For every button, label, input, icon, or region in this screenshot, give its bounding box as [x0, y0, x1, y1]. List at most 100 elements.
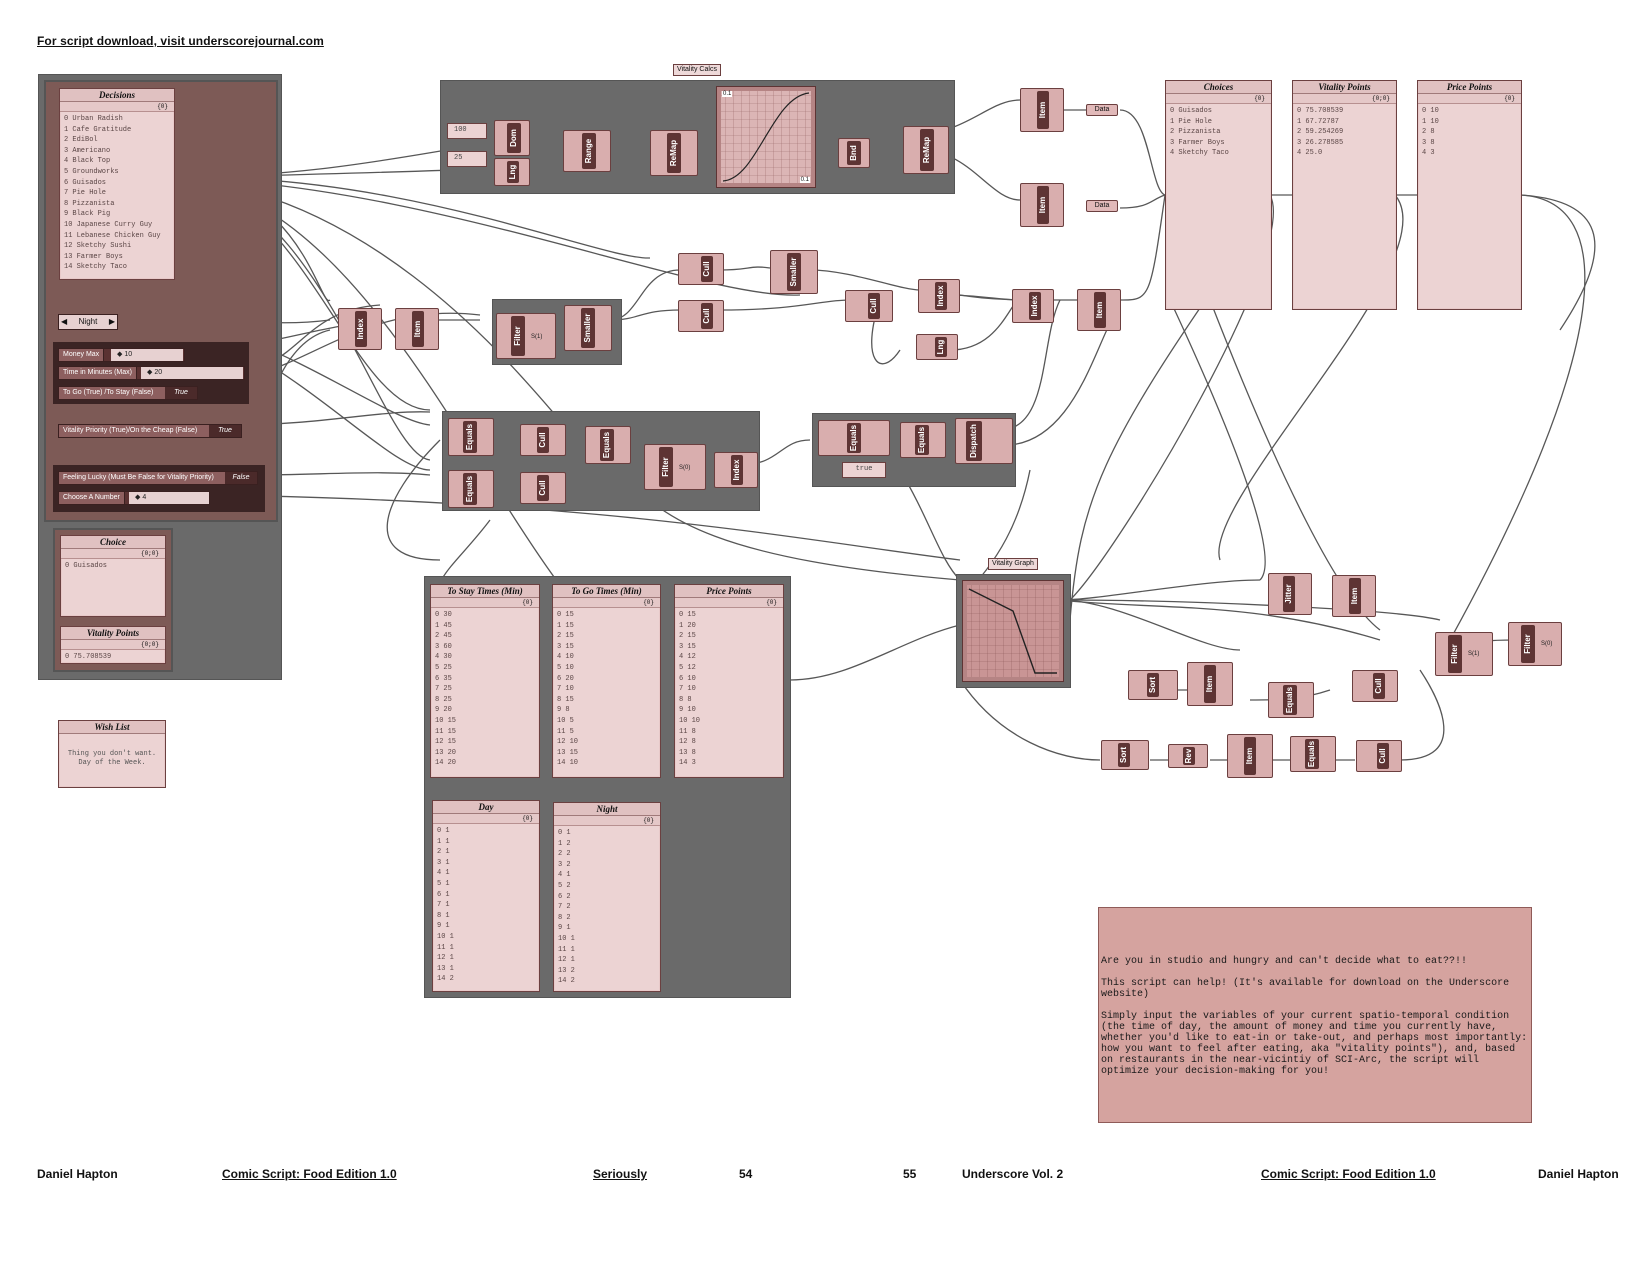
index-component-2[interactable]: Index	[918, 279, 960, 313]
number-25[interactable]: 25	[447, 151, 487, 167]
cull-label-2: Cull	[702, 308, 711, 324]
bounds-component[interactable]: Bnd	[838, 138, 870, 168]
item-component-4[interactable]: Item	[1077, 289, 1121, 331]
equals-component-5[interactable]: Equals	[900, 422, 946, 458]
jitter-component[interactable]: Jitter	[1268, 573, 1312, 615]
wishlist-panel[interactable]: Wish List Thing you don't want. Day of t…	[58, 720, 166, 788]
reverse-component[interactable]: Rev	[1168, 744, 1208, 768]
money-max-slider[interactable]: Money Max ◆ 10	[58, 348, 185, 362]
list-item: 4 1	[558, 871, 571, 880]
vitality-output-panel[interactable]: Vitality Points {0;0} 0 75.708539	[60, 626, 166, 664]
item-component-7[interactable]: Item	[1227, 734, 1273, 778]
choice-panel[interactable]: Choice {0;0} 0 Guisados	[60, 535, 166, 617]
equals-component-3[interactable]: Equals	[585, 426, 631, 464]
day-night-selector[interactable]: ◀ Night ▶	[58, 314, 118, 330]
list-item: 7 2	[558, 903, 571, 912]
index-component-3[interactable]: Index	[1012, 289, 1054, 323]
choose-number-slider[interactable]: Choose A Number ◆ 4	[58, 491, 210, 505]
list-item: 5 12	[679, 663, 696, 672]
footer-section-right: Underscore Vol. 2	[962, 1167, 1064, 1181]
equals-component-4[interactable]: Equals	[818, 420, 890, 456]
cull-component-6[interactable]: Cull	[1352, 670, 1398, 702]
item-component-5[interactable]: Item	[1332, 575, 1376, 617]
data-param-1[interactable]: Data	[1086, 104, 1118, 116]
list-item: 6 35	[435, 674, 452, 683]
cull-component-7[interactable]: Cull	[1356, 740, 1402, 772]
sort-component-1[interactable]: Sort	[1128, 670, 1178, 700]
sort-component-2[interactable]: Sort	[1101, 740, 1149, 770]
data-param-2[interactable]: Data	[1086, 200, 1118, 212]
list-item: 11 15	[435, 727, 457, 736]
cull-component-3[interactable]: Cull	[845, 290, 893, 322]
vitality-graph-tag: Vitality Graph	[988, 558, 1038, 570]
equals-component-7[interactable]: Equals	[1290, 736, 1336, 772]
equals-component-2[interactable]: Equals	[448, 470, 494, 508]
download-link[interactable]: For script download, visit underscorejou…	[37, 34, 324, 48]
time-max-slider[interactable]: Time in Minutes (Max) ◆ 20	[58, 366, 245, 380]
decisions-title: Decisions	[60, 89, 174, 102]
vitality-priority-toggle[interactable]: Vitality Priority (True)/On the Cheap (F…	[58, 424, 242, 438]
domain-component[interactable]: Dom	[494, 120, 530, 156]
list-item: 2 2	[558, 850, 571, 859]
list-item: 5 2	[558, 881, 571, 890]
smaller-component-1[interactable]: Smaller	[564, 305, 612, 351]
list-item: 0 10	[1422, 107, 1439, 115]
graph-mapper[interactable]: 0.1 0.1	[716, 86, 816, 188]
range-component[interactable]: Range	[563, 130, 611, 172]
list-item: 5 25	[435, 663, 452, 672]
equals-component-1[interactable]: Equals	[448, 418, 494, 456]
footer-title-right[interactable]: Comic Script: Food Edition 1.0	[1261, 1167, 1436, 1181]
vitality-graph[interactable]	[962, 580, 1064, 682]
cull-component-4[interactable]: Cull	[520, 424, 566, 456]
footer-title-left[interactable]: Comic Script: Food Edition 1.0	[222, 1167, 397, 1181]
list-item: 12 1	[437, 954, 454, 963]
rev-label: Rev	[1184, 748, 1193, 764]
togo-toggle[interactable]: To Go (True) /To Stay (False) True	[58, 386, 198, 400]
list-item: 6 10	[679, 674, 696, 683]
item-component-1[interactable]: Item	[1020, 88, 1064, 132]
cull-component-1[interactable]: Cull	[678, 253, 724, 285]
vitality-curve	[967, 585, 1059, 677]
true-value[interactable]: true	[842, 462, 886, 478]
length-component-2[interactable]: Lng	[916, 334, 958, 360]
index-component-1[interactable]: Index	[338, 308, 382, 350]
list-item: 11 1	[437, 943, 454, 952]
list-item: 1 Pie Hole	[1170, 117, 1213, 126]
smaller-component-2[interactable]: Smaller	[770, 250, 818, 294]
item-label-5: Item	[1350, 587, 1359, 605]
remap-component-2[interactable]: ReMap	[903, 126, 949, 174]
item-component-3[interactable]: Item	[395, 308, 439, 350]
length-component-top[interactable]: Lng	[494, 158, 530, 186]
list-item: 3 26.278585	[1297, 138, 1344, 147]
prev-arrow-icon[interactable]: ◀	[61, 317, 68, 326]
list-item: 2 Pizzanista	[1170, 128, 1221, 137]
equals-component-6[interactable]: Equals	[1268, 682, 1314, 718]
index-component-4[interactable]: Index	[714, 452, 758, 488]
item-component-6[interactable]: Item	[1187, 662, 1233, 706]
night-count: {0}	[554, 816, 660, 826]
feeling-lucky-toggle[interactable]: Feeling Lucky (Must Be False for Vitalit…	[58, 471, 258, 485]
remap-component-1[interactable]: ReMap	[650, 130, 698, 176]
dispatch-component[interactable]: Dispatch	[955, 418, 1013, 464]
cull-component-5[interactable]: Cull	[520, 472, 566, 504]
footer-section-left[interactable]: Seriously	[593, 1167, 648, 1181]
list-item: 9 1	[437, 922, 450, 931]
number-100[interactable]: 100	[447, 123, 487, 139]
list-item: 8 2	[558, 913, 571, 922]
next-arrow-icon[interactable]: ▶	[108, 317, 115, 326]
cull-component-2[interactable]: Cull	[678, 300, 724, 332]
item-component-2[interactable]: Item	[1020, 183, 1064, 227]
